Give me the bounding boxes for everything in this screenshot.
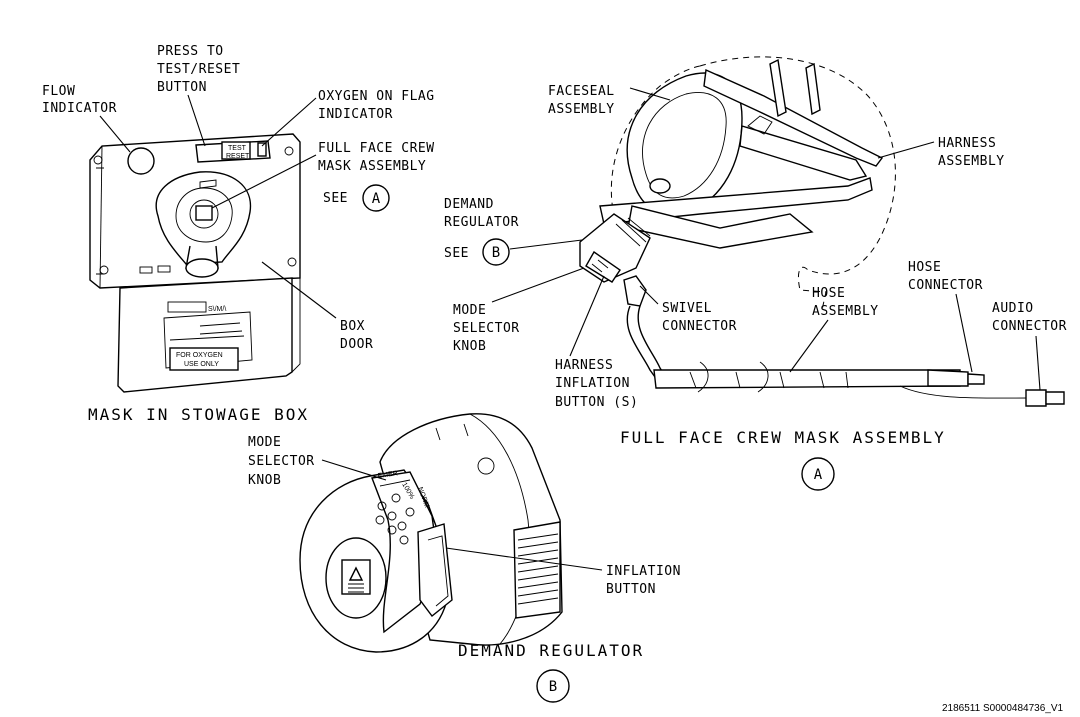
figure-id: 2186511 S0000484736_V1 <box>942 703 1063 714</box>
svg-text:S\/M/\: S\/M/\ <box>208 306 226 313</box>
audio-connector-label: AUDIO CONNECTOR <box>992 301 1067 334</box>
harness-inflation-buttons-label: HARNESS INFLATION BUTTON (S) <box>555 358 638 410</box>
test-reset-leader <box>187 94 206 147</box>
inflation-buttons-leader <box>569 275 605 357</box>
svg-text:B: B <box>549 679 557 695</box>
harness-leader <box>877 141 935 159</box>
svg-text:HOSE: HOSE <box>812 286 845 301</box>
svg-text:KNOB: KNOB <box>248 473 281 488</box>
swivel-leader <box>639 285 659 305</box>
use-only-marking: USE ONLY <box>184 361 219 368</box>
faceseal-leader <box>629 87 671 101</box>
svg-text:SELECTOR: SELECTOR <box>453 321 520 336</box>
press-to-test-label: PRESS TO TEST/RESET BUTTON <box>157 44 240 95</box>
svg-text:BOX: BOX <box>340 319 365 334</box>
hose-connector-leader <box>955 293 973 373</box>
inflation-button-label: INFLATION BUTTON <box>606 564 681 597</box>
faceseal-label: FACESEAL ASSEMBLY <box>548 84 615 117</box>
oxygen-flag-leader <box>261 97 317 147</box>
svg-text:HOSE: HOSE <box>908 260 941 275</box>
svg-text:A: A <box>372 191 381 207</box>
for-oxygen-marking: FOR OXYGEN <box>176 352 223 359</box>
swivel-connector-label: SWIVEL CONNECTOR <box>662 301 737 334</box>
oxygen-on-flag-label: OXYGEN ON FLAG INDICATOR <box>318 89 435 122</box>
emer-marking: EMER <box>377 470 398 480</box>
see-b-reference: SEE B <box>444 238 510 266</box>
test-marking: TEST <box>228 145 247 152</box>
inflation-button-leader <box>445 547 603 571</box>
svg-text:INDICATOR: INDICATOR <box>318 107 393 122</box>
mode-selector-bottom-leader <box>321 459 387 481</box>
svg-text:FACESEAL: FACESEAL <box>548 84 615 99</box>
svg-text:BUTTON: BUTTON <box>157 80 207 95</box>
hose-assembly-label: HOSE ASSEMBLY <box>812 286 879 319</box>
svg-text:B: B <box>492 245 500 261</box>
demand-regulator-drawing: EMER 100% NORM <box>299 413 563 653</box>
svg-text:CONNECTOR: CONNECTOR <box>908 278 983 293</box>
flow-indicator-leader <box>99 115 131 153</box>
mask-assembly-leader <box>211 154 317 209</box>
svg-text:INDICATOR: INDICATOR <box>42 101 117 116</box>
mode-selector-knob-bottom-label: MODE SELECTOR KNOB <box>248 435 315 488</box>
harness-assembly-label: HARNESS ASSEMBLY <box>938 136 1005 169</box>
demand-regulator-title: DEMAND REGULATOR <box>458 641 644 660</box>
see-a-reference: SEE A <box>323 184 390 212</box>
svg-text:SWIVEL: SWIVEL <box>662 301 712 316</box>
callout-a: A <box>801 457 835 491</box>
svg-text:A: A <box>814 467 823 483</box>
full-face-crew-mask-label: FULL FACE CREW MASK ASSEMBLY <box>318 141 435 174</box>
svg-text:AUDIO: AUDIO <box>992 301 1034 316</box>
svg-text:DEMAND: DEMAND <box>444 197 494 212</box>
svg-text:CONNECTOR: CONNECTOR <box>992 319 1067 334</box>
svg-text:FLOW: FLOW <box>42 84 75 99</box>
svg-text:ASSEMBLY: ASSEMBLY <box>548 102 615 117</box>
stowage-box: TEST RESET S\/M/\ FOR OXYGEN USE ONLY <box>89 133 301 393</box>
hose-assembly-leader <box>789 319 829 373</box>
full-face-crew-mask-title: FULL FACE CREW MASK ASSEMBLY <box>620 428 946 447</box>
svg-text:ASSEMBLY: ASSEMBLY <box>938 154 1005 169</box>
mask-in-stowage-box-title: MASK IN STOWAGE BOX <box>88 405 309 424</box>
svg-text:SEE: SEE <box>323 191 348 206</box>
svg-text:FULL FACE CREW: FULL FACE CREW <box>318 141 435 156</box>
svg-text:REGULATOR: REGULATOR <box>444 215 519 230</box>
mode-selector-knob-top-label: MODE SELECTOR KNOB <box>453 303 520 354</box>
svg-text:KNOB: KNOB <box>453 339 486 354</box>
svg-text:DOOR: DOOR <box>340 337 373 352</box>
mode-selector-top-leader <box>491 267 585 303</box>
reset-marking: RESET <box>226 153 250 160</box>
audio-connector-leader <box>1035 335 1041 391</box>
svg-text:HARNESS: HARNESS <box>938 136 996 151</box>
svg-text:TEST/RESET: TEST/RESET <box>157 62 240 77</box>
svg-text:MASK ASSEMBLY: MASK ASSEMBLY <box>318 159 426 174</box>
svg-text:BUTTON: BUTTON <box>606 582 656 597</box>
svg-text:INFLATION: INFLATION <box>555 376 630 391</box>
see-b-leader <box>509 239 583 250</box>
svg-text:MODE: MODE <box>453 303 486 318</box>
oxygen-flag-shape <box>257 142 267 157</box>
flow-indicator-label: FLOW INDICATOR <box>42 84 117 116</box>
svg-text:OXYGEN ON FLAG: OXYGEN ON FLAG <box>318 89 435 104</box>
flow-indicator-shape <box>127 147 155 175</box>
svg-text:PRESS TO: PRESS TO <box>157 44 224 59</box>
box-door-leader <box>261 261 337 319</box>
svg-text:BUTTON (S): BUTTON (S) <box>555 395 638 410</box>
hose-connector-label: HOSE CONNECTOR <box>908 260 983 293</box>
svg-text:SELECTOR: SELECTOR <box>248 454 315 469</box>
svg-text:ASSEMBLY: ASSEMBLY <box>812 304 879 319</box>
demand-regulator-label: DEMAND REGULATOR <box>444 197 519 230</box>
svg-text:INFLATION: INFLATION <box>606 564 681 579</box>
svg-text:SEE: SEE <box>444 246 469 261</box>
svg-text:HARNESS: HARNESS <box>555 358 613 373</box>
mask-assembly-drawing <box>579 56 1065 407</box>
svg-text:CONNECTOR: CONNECTOR <box>662 319 737 334</box>
callout-b: B <box>536 669 570 703</box>
svg-text:MODE: MODE <box>248 435 281 450</box>
box-door-label: BOX DOOR <box>340 319 373 352</box>
